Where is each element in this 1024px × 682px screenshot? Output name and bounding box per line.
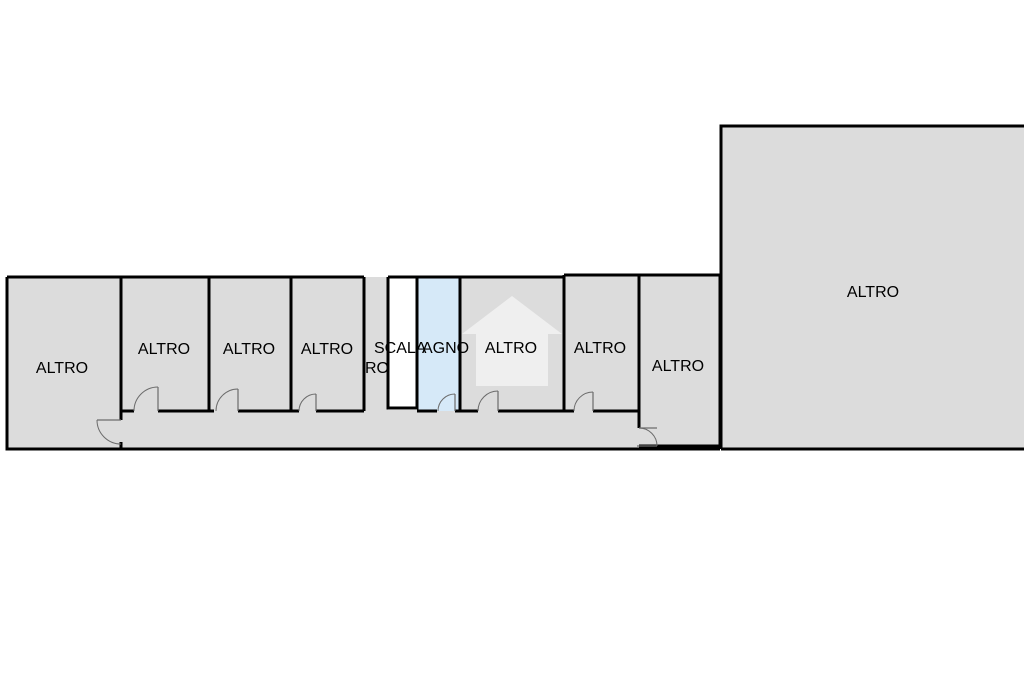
room-altro-2 (209, 277, 291, 411)
room-labels: ALTRO ALTRO ALTRO ALTRO SCALA RO AGNO AL… (36, 284, 899, 377)
room-altro-big (721, 126, 1024, 449)
label-ro-fragment: RO (365, 360, 389, 377)
label-scala: SCALA (374, 340, 427, 357)
room-altro-5 (639, 275, 720, 449)
room-bathroom (417, 277, 460, 411)
room-stair-area (364, 277, 388, 411)
label-altro-3: ALTRO (301, 341, 353, 358)
label-altro-center: ALTRO (485, 340, 537, 357)
label-altro-far-left: ALTRO (36, 360, 88, 377)
label-altro-2: ALTRO (223, 341, 275, 358)
door-altro-2 (215, 388, 239, 412)
label-altro-1: ALTRO (138, 341, 190, 358)
label-altro-4: ALTRO (574, 340, 626, 357)
doors (96, 386, 658, 447)
label-altro-5: ALTRO (652, 358, 704, 375)
door-altro-5 (637, 427, 658, 447)
door-altro-1 (133, 386, 159, 412)
door-altro-center (477, 390, 499, 412)
watermark-logo (462, 296, 562, 386)
room-altro-3 (291, 277, 364, 411)
door-altro-3 (298, 393, 317, 412)
door-altro-4 (573, 391, 594, 412)
room-altro-4 (564, 275, 639, 411)
wall-big-room (719, 124, 1024, 451)
label-altro-big: ALTRO (847, 284, 899, 301)
door-bathroom (437, 393, 456, 412)
room-stair (388, 277, 417, 408)
walls (5, 124, 1024, 451)
room-altro-1 (121, 277, 209, 411)
wall-stair (386, 277, 419, 410)
corridor (120, 410, 640, 449)
house-watermark-icon (462, 296, 562, 386)
door-far-left (96, 419, 122, 445)
label-bagno-fragment: AGNO (422, 340, 469, 357)
